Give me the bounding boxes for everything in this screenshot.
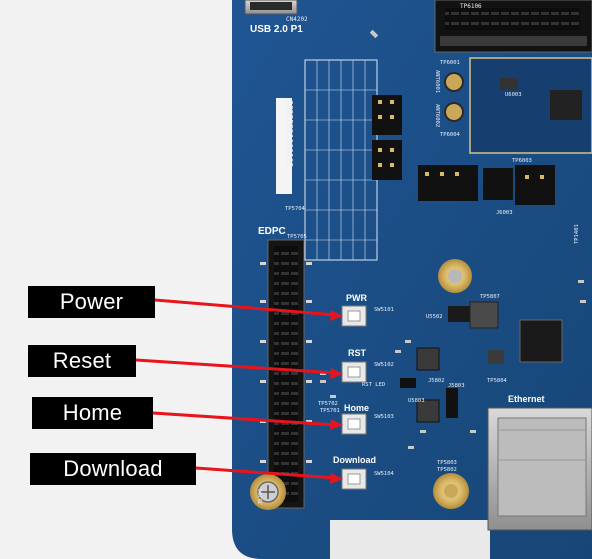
antenna-connector-2	[444, 102, 464, 122]
serial-sticker	[276, 98, 292, 194]
antenna-connector-1	[444, 72, 464, 92]
silk-tp5704: TP5704	[285, 206, 306, 212]
silk-rst-led: RST LED	[362, 382, 385, 388]
silk-tp5702: TP5702	[318, 401, 338, 407]
silk-tp6004: TP6004	[440, 132, 461, 138]
gold-pad-lower-center	[444, 484, 458, 498]
arrowhead-reset	[330, 368, 343, 379]
silk-sw5102: SW5102	[374, 362, 394, 368]
silk-tp1401: TP1401	[574, 224, 580, 244]
header-j5803	[446, 388, 458, 418]
silk-sw5101: SW5101	[374, 307, 394, 313]
wifi-small-ic	[500, 78, 518, 90]
m2-slot-latch	[440, 36, 587, 46]
board-cutout	[330, 520, 490, 559]
button-rst[interactable]	[341, 361, 367, 383]
silk-tp5802: TP5802	[437, 467, 457, 473]
silk-home: Home	[344, 403, 369, 413]
button-home[interactable]	[341, 413, 367, 435]
silk-sw5104: SW5104	[374, 471, 395, 477]
arrow-home	[152, 411, 337, 427]
callout-home: Home	[32, 397, 153, 429]
silk-u5502: U5502	[426, 314, 443, 320]
silk-u5803: U5803	[408, 398, 425, 404]
arrowhead-power	[330, 310, 343, 321]
gold-pad-upper-center	[448, 269, 462, 283]
silk-u6003: U6003	[505, 92, 522, 98]
button-download[interactable]	[341, 468, 367, 490]
jumper-headers	[372, 95, 555, 205]
arrowhead-home	[330, 419, 343, 430]
silk-j5803: J5803	[448, 383, 465, 389]
ethernet-jack-face	[497, 417, 587, 517]
silk-j5802: J5802	[428, 378, 445, 384]
silk-j6003: J6003	[496, 210, 513, 216]
silk-tp5701: TP5701	[320, 408, 340, 414]
silk-ant6002: ANT6002	[434, 104, 440, 127]
arrow-power	[154, 298, 337, 317]
ic-small-1	[400, 378, 416, 388]
jumper-table-grid	[305, 60, 377, 260]
silk-tp5807: TP5807	[480, 294, 500, 300]
silk-tp6106: TP6106	[460, 3, 482, 10]
callout-download: Download	[30, 453, 196, 485]
silk-download: Download	[333, 455, 376, 465]
silk-tp5804: TP5804	[487, 378, 508, 384]
silk-edpc: EDPC	[258, 226, 286, 237]
silk-pwr: PWR	[346, 293, 367, 303]
arrow-download	[195, 466, 337, 480]
silk-tp5803: TP5803	[437, 460, 457, 466]
callout-arrows	[135, 298, 343, 484]
silk-cn4202: CN4202	[286, 16, 308, 23]
jumper-pins	[378, 100, 544, 179]
silk-tp6001: TP6001	[440, 60, 460, 66]
silk-tp6003: TP6003	[512, 158, 532, 164]
silk-sw5103: SW5103	[374, 414, 394, 420]
button-pwr[interactable]	[341, 305, 367, 327]
inductor-2	[488, 350, 504, 364]
callout-power: Power	[28, 286, 155, 318]
m2-slot-pins	[445, 8, 580, 30]
usb-port-opening	[250, 2, 292, 10]
silk-j5701: J5701	[258, 488, 264, 505]
ethernet-phy-ic	[519, 319, 563, 363]
arrow-reset	[135, 358, 337, 375]
inductor-1	[416, 347, 440, 371]
inductor-3	[416, 399, 440, 423]
inductor-2r2	[469, 301, 499, 329]
silk-serial: SSBEPBB1000192	[285, 100, 294, 168]
silk-tp5705: TP5705	[287, 234, 307, 240]
wifi-chip	[550, 90, 582, 120]
silk-usb: USB 2.0 P1	[250, 24, 303, 35]
silk-ethernet: Ethernet	[508, 394, 545, 404]
silk-rst: RST	[348, 348, 367, 358]
silk-ant6001: ANT6001	[434, 70, 440, 93]
arrowhead-download	[330, 473, 343, 484]
callout-reset: Reset	[28, 345, 136, 377]
ic-u5502	[448, 306, 472, 322]
edpc-connector-pins	[274, 246, 298, 502]
